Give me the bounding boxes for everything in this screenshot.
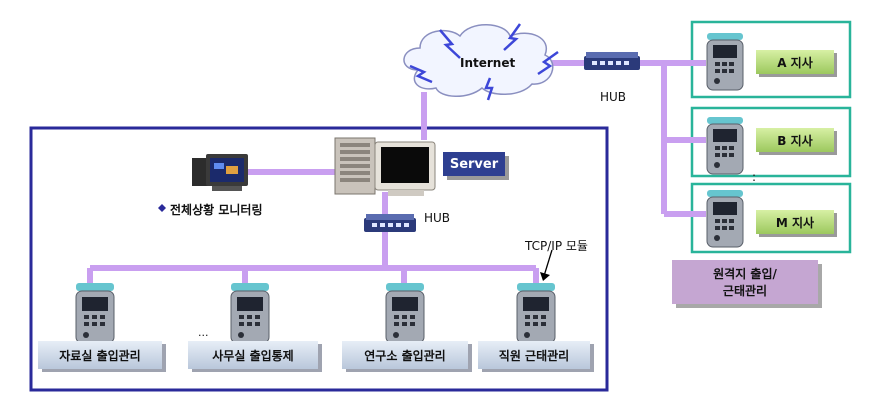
terminal-device-branch-m — [706, 190, 744, 248]
server-computer — [334, 137, 436, 196]
terminal-device-staff — [516, 283, 556, 344]
tcpip-label: TCP/IP 모듈 — [525, 239, 588, 253]
monitoring-bullet-icon — [158, 204, 166, 212]
branch-ellipsis: : — [752, 170, 757, 184]
hub-device-top — [584, 52, 640, 70]
internet-label: Internet — [460, 56, 516, 70]
terminal-device-office — [230, 283, 270, 344]
dept-label-staff: 직원 근태관리 — [478, 341, 590, 369]
tcpip-arrow-head — [540, 272, 550, 281]
internet-cloud — [403, 23, 559, 101]
dept-label-office: 사무실 출입통제 — [188, 341, 318, 369]
terminal-device-branch-a — [706, 33, 744, 91]
campus-border — [29, 126, 609, 392]
hub-main-label: HUB — [424, 211, 451, 225]
remote-label-line2: 근태관리 — [722, 284, 768, 298]
hub-top-label: HUB — [600, 90, 627, 104]
remote-label-line1: 원격지 출입/ — [713, 267, 777, 281]
dept-ellipsis: ... — [198, 326, 209, 339]
server-label: Server — [443, 152, 505, 176]
terminal-device-lab — [385, 283, 425, 344]
dept-label-archive: 자료실 출입관리 — [38, 341, 162, 369]
terminal-device-branch-b — [706, 117, 744, 175]
branch-label-b: B 지사 — [756, 128, 834, 152]
network-lines — [87, 60, 706, 285]
tcpip-arrow — [543, 249, 553, 277]
dept-label-lab: 연구소 출입관리 — [342, 341, 468, 369]
branch-box-m — [690, 182, 852, 254]
terminal-device-archive — [75, 283, 115, 344]
monitoring-computer — [192, 154, 248, 191]
branch-label-m: M 지사 — [756, 210, 834, 234]
monitoring-label: 전체상황 모니터링 — [170, 203, 263, 217]
branch-box-a — [690, 20, 852, 99]
remote-management-box: 원격지 출입/ 근태관리 — [672, 260, 818, 304]
hub-device-main — [364, 214, 416, 232]
branch-label-a: A 지사 — [756, 50, 834, 74]
